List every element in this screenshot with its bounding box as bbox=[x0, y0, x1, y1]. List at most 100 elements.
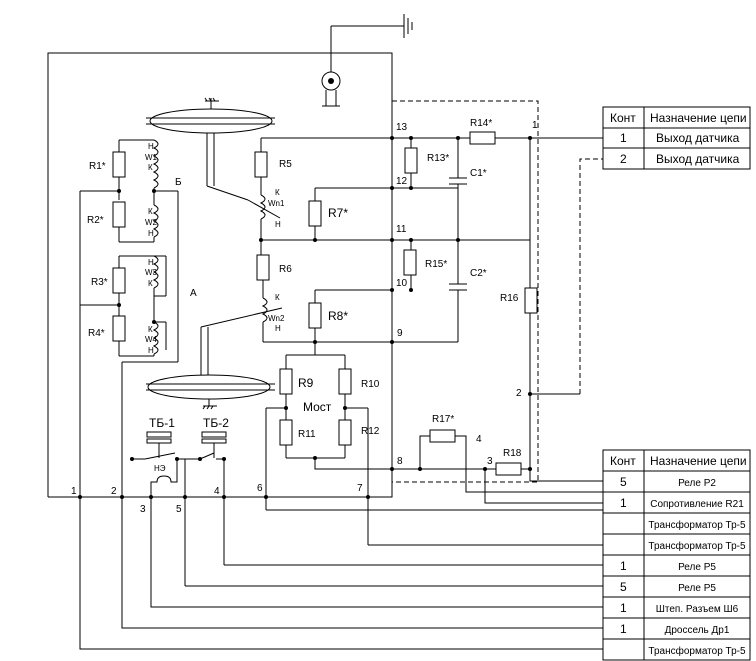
table-bottom-row-purpose: Реле Р5 bbox=[678, 562, 716, 573]
table-bottom-header-purpose: Назначение цепи bbox=[650, 454, 747, 468]
resistor-r8 bbox=[308, 302, 322, 329]
table-bottom-row-purpose: Реле Р5 bbox=[678, 583, 716, 594]
label-wn1-k: К bbox=[275, 188, 280, 197]
label-wn2-k: К bbox=[275, 293, 280, 302]
resistor-r5 bbox=[254, 151, 268, 178]
label-r14: R14* bbox=[470, 118, 492, 129]
table-bottom-row-contact: 1 bbox=[620, 601, 627, 615]
label-w3-n: Н bbox=[148, 258, 154, 267]
table-bottom-row-contact: 1 bbox=[620, 622, 627, 636]
label-wn2: Wn2 bbox=[268, 314, 285, 323]
label-w2: W2 bbox=[145, 218, 158, 227]
table-bottom-row-purpose: Трансформатор Тр-5 bbox=[648, 519, 746, 531]
node-r-4: 4 bbox=[476, 434, 482, 445]
resistor-r12 bbox=[338, 419, 352, 446]
resistor-r2 bbox=[112, 201, 126, 228]
housing-dashed-outline bbox=[391, 100, 539, 483]
label-r12: R12 bbox=[361, 426, 380, 437]
resistor-r14 bbox=[469, 131, 496, 145]
resistor-r18 bbox=[495, 462, 522, 476]
right-network: R13* R14* C1* R15* C2* R16 bbox=[390, 118, 603, 504]
label-w3-k: К bbox=[148, 279, 153, 288]
table-top-row1-contact: 1 bbox=[620, 131, 627, 145]
resistor-r17 bbox=[429, 429, 456, 443]
label-r2: R2* bbox=[87, 215, 104, 226]
resistor-r1 bbox=[112, 151, 126, 178]
node-6-bottom: 6 bbox=[257, 483, 263, 494]
outer-frame bbox=[47, 52, 393, 498]
label-w2-n: Н bbox=[148, 229, 154, 238]
table-bottom-row-purpose: Сопротивление R21 bbox=[650, 499, 744, 510]
node-11: 11 bbox=[396, 224, 407, 235]
ground-symbol bbox=[330, 14, 413, 72]
label-wn2-n: Н bbox=[275, 324, 281, 333]
resistor-r6 bbox=[256, 254, 270, 281]
label-ne: НЭ bbox=[154, 464, 166, 473]
node-1-bottom: 1 bbox=[71, 486, 77, 497]
label-r16: R16 bbox=[500, 293, 519, 304]
label-w1: W1 bbox=[145, 153, 158, 162]
node-12: 12 bbox=[396, 176, 408, 187]
label-w1-n: Н bbox=[148, 142, 154, 151]
table-bottom-row-contact: 1 bbox=[620, 559, 627, 573]
label-r8: R8* bbox=[328, 309, 348, 323]
table-bottom-row-purpose: Реле Р2 bbox=[678, 478, 716, 489]
bridge: R9 R10 R11 R12 Мост bbox=[265, 342, 496, 545]
label-r1: R1* bbox=[89, 161, 106, 172]
label-tb2: ТБ-2 bbox=[203, 416, 229, 430]
table-bottom-row-contact: 5 bbox=[620, 475, 627, 489]
label-w2-k: К bbox=[148, 207, 153, 216]
node-out-2: 2 bbox=[516, 388, 522, 399]
node-9: 9 bbox=[397, 328, 403, 339]
harness bbox=[78, 459, 603, 650]
resistor-r11 bbox=[279, 419, 293, 446]
label-r17: R17* bbox=[432, 414, 454, 425]
table-bottom-row-contact: 1 bbox=[620, 496, 627, 510]
center-column: R5 К Wn1 Н R7* R6 К Wn2 Н R8* bbox=[247, 137, 530, 344]
table-bottom-row-purpose: Штеп. Разъем Ш6 bbox=[656, 604, 739, 615]
node-3-bottom: 3 bbox=[140, 504, 146, 515]
label-c1: C1* bbox=[470, 168, 487, 179]
label-r10: R10 bbox=[361, 379, 380, 390]
node-7-bottom: 7 bbox=[357, 483, 363, 494]
label-r5: R5 bbox=[279, 159, 292, 170]
label-w3: W3 bbox=[145, 268, 158, 277]
label-b: Б bbox=[175, 177, 182, 188]
table-bottom-row-purpose: Трансформатор Тр-5 bbox=[648, 645, 746, 657]
label-r9: R9 bbox=[298, 376, 314, 390]
label-r7: R7* bbox=[328, 206, 348, 220]
label-wn1-n: Н bbox=[275, 220, 281, 229]
node-2-bottom: 2 bbox=[111, 486, 117, 497]
label-tb1: ТБ-1 bbox=[149, 416, 175, 430]
node-13: 13 bbox=[396, 122, 408, 133]
label-w1-k: К bbox=[148, 163, 153, 172]
node-labels: 13 12 11 10 9 8 1 2 3 4 5 6 7 1 2 3 4 bbox=[71, 120, 538, 515]
label-r6: R6 bbox=[279, 264, 292, 275]
label-w4-n: Н bbox=[148, 346, 154, 355]
table-top-row2-contact: 2 bbox=[620, 152, 627, 166]
thermal-switches: ТБ-1 ТБ-2 НЭ bbox=[130, 416, 229, 565]
diaphragm-lower bbox=[146, 307, 283, 410]
resistor-r13 bbox=[404, 147, 418, 174]
table-top-row2-purpose: Выход датчика bbox=[656, 152, 740, 166]
label-bridge: Мост bbox=[303, 400, 332, 414]
table-top-header-contact: Конт bbox=[610, 111, 636, 125]
node-5-bottom: 5 bbox=[176, 504, 182, 515]
label-r15: R15* bbox=[425, 259, 447, 270]
table-bottom-row-contact: 5 bbox=[620, 580, 627, 594]
label-wn1: Wn1 bbox=[268, 199, 285, 208]
label-r11: R11 bbox=[298, 429, 316, 440]
label-w4: W4 bbox=[145, 335, 158, 344]
label-r3: R3* bbox=[91, 277, 108, 288]
node-4-bottom: 4 bbox=[214, 486, 220, 497]
resistor-r9 bbox=[279, 368, 293, 395]
sensor-element bbox=[321, 71, 341, 107]
resistor-r15 bbox=[403, 249, 417, 276]
node-8: 8 bbox=[397, 456, 403, 467]
node-r-3: 3 bbox=[487, 456, 493, 467]
label-a: А bbox=[190, 288, 197, 299]
table-bottom-row-purpose: Дроссель Др1 bbox=[665, 625, 730, 636]
node-out-1: 1 bbox=[532, 120, 538, 131]
